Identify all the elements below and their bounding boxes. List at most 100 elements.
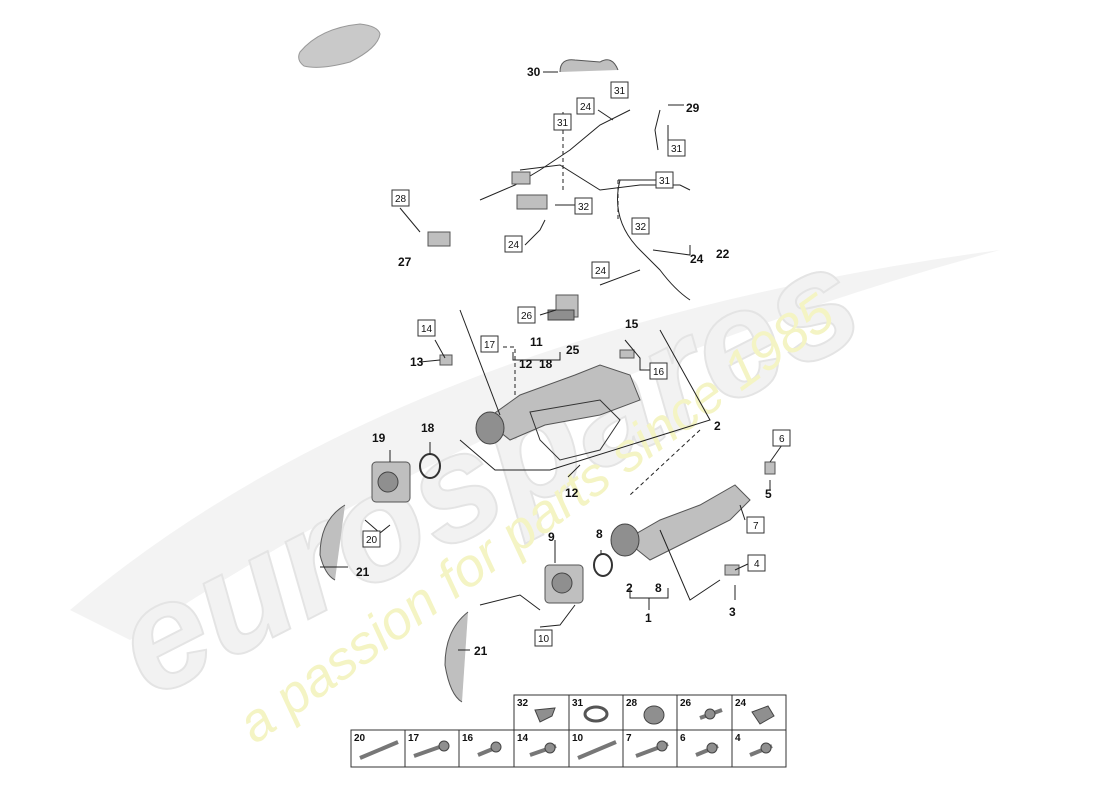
callout-30: 30: [527, 65, 541, 79]
callout-18: 18: [539, 357, 553, 371]
boxed-callout-24c: 24: [591, 261, 610, 279]
svg-text:24: 24: [508, 240, 520, 251]
pipe-24-upper: [479, 109, 631, 201]
svg-text:14: 14: [421, 324, 433, 335]
boxed-callout-31b: 31: [553, 113, 572, 131]
cooler-flange: [610, 523, 640, 557]
throttle-body-19: [319, 453, 441, 581]
svg-text:24: 24: [595, 266, 607, 277]
grommet-28-icon: [643, 705, 665, 725]
callout-11: 11: [530, 335, 543, 349]
callout-2: 2: [714, 419, 721, 433]
svg-text:31: 31: [557, 118, 569, 129]
boxed-callout-10: 10: [534, 629, 553, 647]
boxed-callout-24b: 24: [504, 235, 523, 253]
svg-text:6: 6: [779, 434, 785, 445]
svg-text:10: 10: [572, 733, 584, 744]
fastener-cell-7: 7: [622, 729, 678, 768]
svg-text:26: 26: [680, 698, 692, 709]
svg-text:16: 16: [653, 367, 665, 378]
sensor-5: [764, 461, 776, 475]
manifold-flange: [475, 411, 505, 445]
fastener-cell-16: 16: [458, 729, 515, 768]
pipe-main: [519, 164, 691, 191]
svg-text:31: 31: [659, 176, 671, 187]
coolant-pipe-assembly: [427, 59, 691, 321]
hose-30: [559, 59, 619, 73]
callout-9: 9: [548, 530, 555, 544]
charge-air-manifold-11: [475, 364, 641, 461]
callout-21: 21: [356, 565, 370, 579]
boxed-callout-28: 28: [391, 189, 410, 207]
bracket-32-icon: [534, 707, 556, 723]
bolt-3: [724, 564, 740, 576]
seal-8: [593, 553, 613, 577]
callout-29: 29: [686, 101, 700, 115]
svg-text:16: 16: [462, 733, 474, 744]
bracket-mid: [516, 194, 548, 210]
boxed-callout-20: 20: [362, 530, 381, 548]
boxed-callout-17: 17: [480, 335, 499, 353]
svg-text:10: 10: [538, 634, 550, 645]
boxed-callout-6: 6: [772, 429, 791, 447]
gasket-12: [529, 399, 621, 461]
callout-15: 15: [625, 317, 639, 331]
car-silhouette-icon: [298, 23, 381, 68]
clip-24-icon: [751, 705, 775, 725]
callout-2b: 2: [626, 581, 633, 595]
callout-18b: 18: [421, 421, 435, 435]
hose-21-lower: [444, 611, 469, 703]
long-bolt-10-icon: [577, 740, 617, 760]
hose-clamp-31-icon: [583, 705, 609, 723]
boxed-callout-31d: 31: [655, 171, 674, 189]
fastener-table: 32 31 28 26 24 20: [350, 694, 787, 768]
callout-19: 19: [372, 431, 386, 445]
callout-24: 24: [690, 252, 704, 266]
fastener-cell-17: 17: [404, 729, 460, 768]
svg-text:28: 28: [395, 194, 407, 205]
fastener-cell-10: 10: [568, 729, 624, 768]
watermark-swoosh: [70, 250, 1000, 640]
callout-1: 1: [645, 611, 652, 625]
boxed-callout-24: 24: [576, 97, 595, 115]
manifold-body: [484, 364, 641, 441]
boxed-callout-31c: 31: [667, 139, 686, 157]
sensor-15: [619, 349, 635, 359]
svg-text:24: 24: [735, 698, 747, 709]
fastener-cell-24: 24: [731, 694, 787, 731]
boxed-callout-14: 14: [417, 319, 436, 337]
svg-text:14: 14: [517, 733, 529, 744]
svg-text:4: 4: [754, 559, 760, 570]
svg-text:7: 7: [753, 521, 759, 532]
long-bolt-20-icon: [359, 740, 399, 760]
svg-text:31: 31: [572, 698, 584, 709]
throttle-plate: [377, 471, 399, 493]
boxed-callout-26: 26: [517, 306, 536, 324]
fastener-cell-14: 14: [513, 729, 570, 768]
svg-text:7: 7: [626, 733, 632, 744]
svg-text:24: 24: [580, 102, 592, 113]
boxed-callout-4: 4: [747, 554, 766, 572]
callout-21b: 21: [474, 644, 488, 658]
fastener-cell-31: 31: [568, 694, 624, 731]
fastener-cell-20: 20: [350, 729, 406, 768]
callout-numbers: 30 29 27 22 24 25 13 11 12 18 15 19 18 2…: [356, 65, 772, 658]
svg-text:17: 17: [408, 733, 420, 744]
fastener-cell-28: 28: [622, 694, 678, 731]
callout-8: 8: [596, 527, 603, 541]
fastener-cell-26: 26: [676, 694, 733, 731]
callout-3: 3: [729, 605, 736, 619]
charge-air-cooler-7: [439, 349, 776, 703]
svg-text:32: 32: [635, 222, 647, 233]
bolt-13: [439, 354, 453, 366]
svg-text:6: 6: [680, 733, 686, 744]
boxed-callout-7: 7: [746, 516, 765, 534]
fastener-cell-32: 32: [513, 694, 570, 731]
svg-text:17: 17: [484, 340, 496, 351]
boxed-callout-31: 31: [610, 81, 629, 99]
callout-8b: 8: [655, 581, 662, 595]
callout-25: 25: [566, 343, 580, 357]
svg-text:4: 4: [735, 733, 741, 744]
callout-22: 22: [716, 247, 730, 261]
